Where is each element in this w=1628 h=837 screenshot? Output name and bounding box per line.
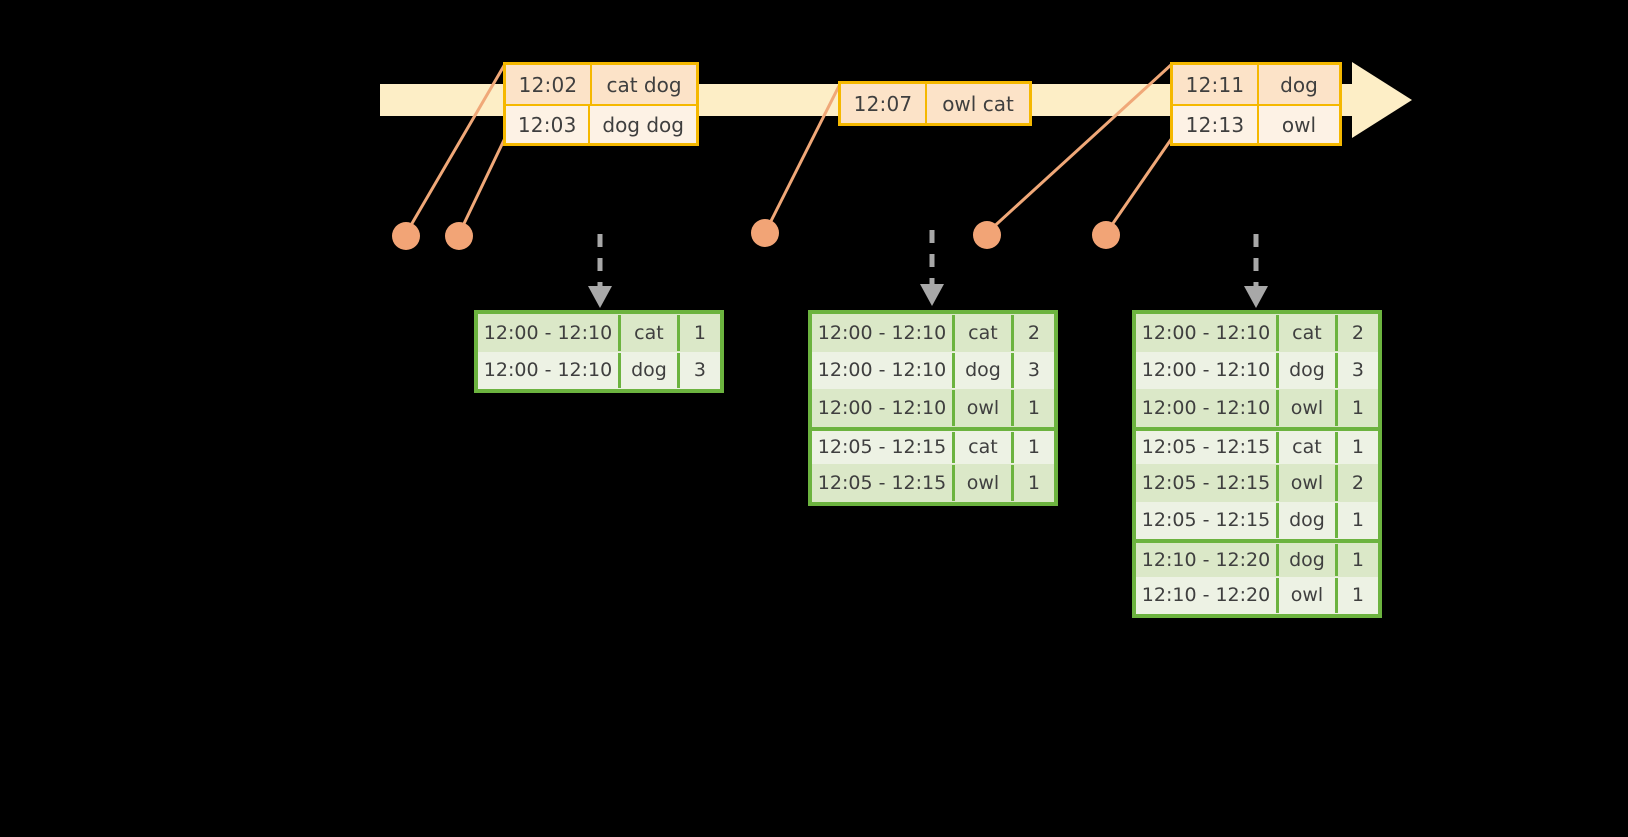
- event-dot-2: [445, 222, 473, 250]
- event-time: 12:07: [841, 84, 927, 123]
- cell-count: 1: [1013, 390, 1054, 426]
- emit-arrow-3-head: [1244, 286, 1268, 308]
- cell-count: 3: [1013, 352, 1054, 388]
- cell-word: cat: [955, 431, 1014, 463]
- cell-window: 12:05 - 12:15: [812, 431, 956, 463]
- cell-window: 12:00 - 12:10: [812, 390, 956, 426]
- cell-window: 12:05 - 12:15: [812, 465, 956, 501]
- event-row: 12:13 owl: [1173, 104, 1339, 143]
- cell-word: dog: [1279, 544, 1338, 576]
- event-group-1: 12:02 cat dog 12:03 dog dog: [503, 62, 699, 146]
- cell-window: 12:10 - 12:20: [1136, 544, 1280, 576]
- cell-window: 12:00 - 12:10: [1136, 390, 1280, 426]
- cell-count: 3: [679, 352, 720, 388]
- emit-arrow-heads: [588, 284, 1268, 308]
- cell-count: 1: [1337, 390, 1378, 426]
- emit-arrow-2-head: [920, 284, 944, 306]
- connector-2: [458, 137, 507, 233]
- event-words: dog: [1280, 72, 1318, 97]
- cell-window: 12:00 - 12:10: [478, 315, 622, 351]
- connector-5: [1105, 137, 1174, 233]
- cell-count: 1: [679, 315, 720, 351]
- event-dot-4: [973, 221, 1001, 249]
- cell-count: 2: [1013, 315, 1054, 351]
- cell-window: 12:05 - 12:15: [1136, 465, 1280, 501]
- cell-word: owl: [1279, 390, 1338, 426]
- cell-count: 1: [1337, 544, 1378, 576]
- cell-word: owl: [955, 465, 1014, 501]
- cell-word: dog: [955, 352, 1014, 388]
- event-words: owl: [1281, 112, 1317, 137]
- event-words: cat dog: [606, 72, 682, 97]
- event-group-3: 12:11 dog 12:13 owl: [1170, 62, 1342, 146]
- event-time: 12:13: [1173, 106, 1259, 143]
- cell-window: 12:10 - 12:20: [1136, 577, 1280, 613]
- event-words: owl cat: [942, 91, 1014, 116]
- connector-3: [764, 83, 842, 232]
- cell-count: 1: [1013, 465, 1054, 501]
- cell-count: 1: [1013, 431, 1054, 463]
- event-row: 12:11 dog: [1173, 65, 1339, 104]
- cell-word: cat: [1279, 431, 1338, 463]
- emit-arrow-1-head: [588, 286, 612, 308]
- cell-word: owl: [1279, 577, 1338, 613]
- event-row: 12:07 owl cat: [841, 84, 1029, 123]
- cell-window: 12:05 - 12:15: [1136, 431, 1280, 463]
- event-dot-1: [392, 222, 420, 250]
- cell-word: dog: [1279, 502, 1338, 538]
- event-dots: [392, 219, 1120, 250]
- cell-word: dog: [621, 352, 680, 388]
- event-dot-5: [1092, 221, 1120, 249]
- cell-count: 1: [1337, 502, 1378, 538]
- cell-word: owl: [1279, 465, 1338, 501]
- event-time: 12:03: [506, 106, 591, 143]
- cell-count: 3: [1337, 352, 1378, 388]
- cell-window: 12:05 - 12:15: [1136, 502, 1280, 538]
- event-words: dog dog: [602, 112, 684, 137]
- cell-count: 1: [1337, 577, 1378, 613]
- cell-word: cat: [1279, 315, 1338, 351]
- cell-word: owl: [955, 390, 1014, 426]
- cell-word: cat: [621, 315, 680, 351]
- event-time: 12:02: [506, 65, 592, 104]
- cell-window: 12:00 - 12:10: [812, 315, 956, 351]
- cell-count: 2: [1337, 465, 1378, 501]
- emit-arrows: [597, 230, 1259, 288]
- cell-count: 2: [1337, 315, 1378, 351]
- event-row: 12:03 dog dog: [506, 104, 696, 143]
- event-group-2: 12:07 owl cat: [838, 81, 1032, 126]
- cell-window: 12:00 - 12:10: [1136, 315, 1280, 351]
- cell-word: dog: [1279, 352, 1338, 388]
- cell-window: 12:00 - 12:10: [812, 352, 956, 388]
- cell-count: 1: [1337, 431, 1378, 463]
- connector-1: [405, 63, 507, 233]
- cell-window: 12:00 - 12:10: [1136, 352, 1280, 388]
- event-time: 12:11: [1173, 65, 1259, 104]
- cell-window: 12:00 - 12:10: [478, 352, 622, 388]
- event-dot-3: [751, 219, 779, 247]
- event-row: 12:02 cat dog: [506, 65, 696, 104]
- cell-word: cat: [955, 315, 1014, 351]
